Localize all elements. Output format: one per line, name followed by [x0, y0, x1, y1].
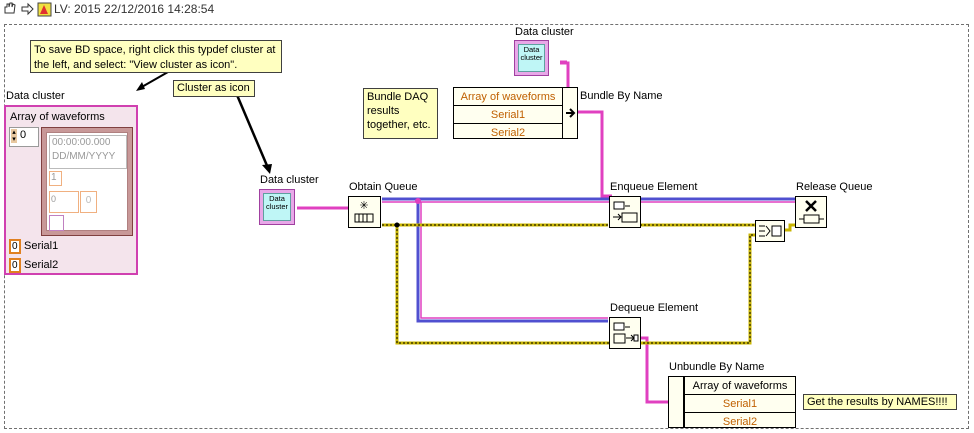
error-wire-2: [395, 225, 755, 345]
serial2-control[interactable]: 0: [9, 258, 21, 273]
unbundle-by-name-label: Unbundle By Name: [669, 361, 765, 373]
unbundle-row-serial1[interactable]: Serial1: [685, 395, 795, 413]
queue-wire-dequeue: [416, 202, 608, 323]
attributes-field[interactable]: [49, 215, 64, 231]
bundle-arrow-icon: [566, 108, 576, 118]
unbundle-row-serial2[interactable]: Serial2: [722, 416, 758, 428]
enqueue-element-node[interactable]: [609, 196, 641, 228]
y-array-index[interactable]: 0: [49, 191, 79, 213]
data-cluster-icon-mid[interactable]: Data cluster: [259, 189, 295, 225]
obtain-queue-label: Obtain Queue: [349, 181, 418, 193]
unbundle-by-name-node[interactable]: Array of waveforms Serial1 Serial2: [684, 376, 796, 428]
t0-timestamp-field[interactable]: 00:00:00.000 DD/MM/YYYY: [49, 135, 127, 169]
comment-arrow-1: [139, 71, 169, 89]
dequeue-element-node[interactable]: [609, 317, 641, 349]
vi-title: LV: 2015 22/12/2016 14:28:54: [54, 2, 215, 16]
error-wire-2-dots: [396, 225, 755, 344]
obtain-queue-icon: ✳: [354, 200, 374, 223]
array-index-control[interactable]: ▴▾ 0: [9, 127, 39, 147]
obtain-queue-node[interactable]: ✳: [348, 196, 381, 228]
data-cluster-mid-label: Data cluster: [260, 174, 319, 186]
data-cluster-control[interactable]: Array of waveforms ▴▾ 0 00:00:00.000 DD/…: [4, 105, 138, 275]
typedef-hint-comment[interactable]: To save BD space, right click this typde…: [30, 40, 282, 73]
data-cluster-top-label: Data cluster: [515, 26, 574, 38]
data-cluster-icon-text-mid: Data cluster: [263, 193, 291, 221]
waveform-cluster-inner: 00:00:00.000 DD/MM/YYYY 1 0 0: [46, 132, 128, 231]
data-cluster-icon-text: Data cluster: [518, 44, 545, 72]
data-cluster-control-label: Data cluster: [6, 90, 65, 102]
labview-icon[interactable]: [37, 2, 52, 17]
bundle-row-array[interactable]: Array of waveforms: [454, 88, 562, 106]
merge-errors-icon: [759, 225, 782, 237]
data-cluster-icon-top[interactable]: Data cluster: [514, 40, 549, 76]
toolbar: LV: 2015 22/12/2016 14:28:54: [0, 0, 974, 18]
release-queue-label: Release Queue: [796, 181, 873, 193]
date-format-value: DD/MM/YYYY: [52, 151, 116, 162]
bundle-row-serial1[interactable]: Serial1: [454, 106, 562, 124]
y-value-field[interactable]: 0: [80, 191, 97, 213]
dequeue-icon: [613, 322, 639, 344]
waveform-element[interactable]: 00:00:00.000 DD/MM/YYYY 1 0 0: [41, 127, 133, 236]
get-results-comment[interactable]: Get the results by NAMES!!!!: [803, 394, 957, 410]
release-queue-icon: [799, 200, 824, 224]
index-stepper-icon[interactable]: ▴▾: [11, 129, 17, 143]
enqueue-icon: [613, 201, 638, 223]
y-index-value: 0: [51, 194, 57, 204]
array-of-waveforms-label: Array of waveforms: [10, 111, 105, 123]
error-wire-3: [785, 223, 795, 232]
dequeue-element-label: Dequeue Element: [610, 302, 699, 314]
cluster-as-icon-comment[interactable]: Cluster as icon: [173, 80, 255, 97]
release-queue-node[interactable]: [795, 196, 827, 228]
cluster-wire-bundle-out: [578, 110, 612, 198]
array-index-value[interactable]: 0: [20, 129, 27, 141]
unbundle-row-array[interactable]: Array of waveforms: [685, 377, 795, 395]
dt-field[interactable]: 1: [49, 171, 62, 186]
enqueue-element-label: Enqueue Element: [610, 181, 698, 193]
cluster-wire-dequeue-out: [641, 336, 668, 404]
bundle-by-name-label: Bundle By Name: [580, 90, 663, 102]
serial2-label: Serial2: [24, 259, 59, 271]
svg-text:✳: ✳: [359, 200, 368, 212]
bundle-by-name-node[interactable]: Array of waveforms Serial1 Serial2: [453, 87, 563, 139]
hand-icon[interactable]: [4, 2, 16, 14]
serial1-control[interactable]: 0: [9, 239, 21, 254]
timestamp-value: 00:00:00.000: [52, 137, 111, 148]
serial1-label: Serial1: [24, 240, 59, 252]
arrow-icon[interactable]: [21, 2, 34, 16]
toolbar-icons: [4, 2, 52, 17]
merge-errors-node[interactable]: [755, 220, 785, 242]
bundle-input-terminal[interactable]: [562, 87, 578, 139]
queue-wire-dequeue-stripe: [420, 202, 608, 319]
bundle-row-serial2[interactable]: Serial2: [490, 127, 526, 139]
unbundle-input-terminal[interactable]: [668, 376, 684, 428]
bundle-hint-comment[interactable]: Bundle DAQ results together, etc.: [363, 88, 438, 139]
comment-arrow-2: [235, 94, 270, 169]
